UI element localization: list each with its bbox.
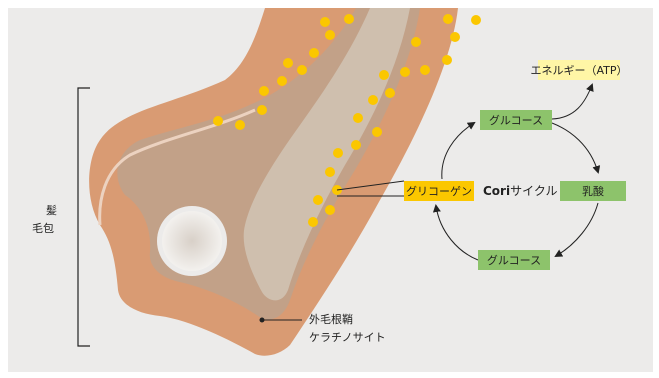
granule <box>325 205 335 215</box>
granule <box>420 65 430 75</box>
granule <box>213 116 223 126</box>
keratinocyte-label: ケラチノサイト <box>309 331 386 344</box>
granule <box>368 95 378 105</box>
outer-root-sheath-label: 外毛根鞘 <box>309 313 353 326</box>
dermal-papilla <box>162 211 222 271</box>
energy-atp-box: エネルギー（ATP） <box>530 60 628 80</box>
cycle-word: サイクル <box>510 184 558 198</box>
arrow-glucose-to-glycogen <box>432 204 479 261</box>
hair-label: 髪 <box>46 204 57 217</box>
granule <box>320 17 330 27</box>
cori-word: Cori <box>483 184 511 198</box>
granule <box>309 48 319 58</box>
granule <box>259 86 269 96</box>
granule <box>283 58 293 68</box>
granule <box>277 76 287 86</box>
glycogen-box: グリコーゲン <box>404 181 474 201</box>
granule <box>443 14 453 24</box>
cori-cycle-label: Coriサイクル <box>483 184 558 198</box>
glucose-top-box: グルコース <box>480 110 552 130</box>
granule <box>257 105 267 115</box>
granule <box>411 37 421 47</box>
glucose-bottom-box: グルコース <box>478 250 550 270</box>
granule <box>325 30 335 40</box>
granule <box>353 113 363 123</box>
granule <box>450 32 460 42</box>
arrow-glycogen-to-glucose-top <box>441 121 476 180</box>
granule <box>385 88 395 98</box>
arrow-glucose-to-energy <box>551 83 594 120</box>
granule <box>379 70 389 80</box>
granule <box>344 14 354 24</box>
lactate-box: 乳酸 <box>560 181 626 201</box>
granule <box>442 55 452 65</box>
arrow-lactate-to-glucose-bottom <box>554 202 599 258</box>
granule <box>325 167 335 177</box>
granule <box>297 65 307 75</box>
granule <box>235 120 245 130</box>
granule <box>333 148 343 158</box>
granule <box>400 67 410 77</box>
granule <box>351 140 361 150</box>
arrow-glucose-to-lactate <box>551 122 601 174</box>
granule <box>372 127 382 137</box>
follicle-label: 毛包 <box>32 222 54 235</box>
granule <box>471 15 481 25</box>
follicle-bracket <box>77 87 90 347</box>
glycogen-pointer-line <box>336 180 405 191</box>
hair-shaft <box>243 8 410 301</box>
granule <box>313 195 323 205</box>
granule <box>308 217 318 227</box>
sheath-pointer-dot <box>259 317 265 323</box>
